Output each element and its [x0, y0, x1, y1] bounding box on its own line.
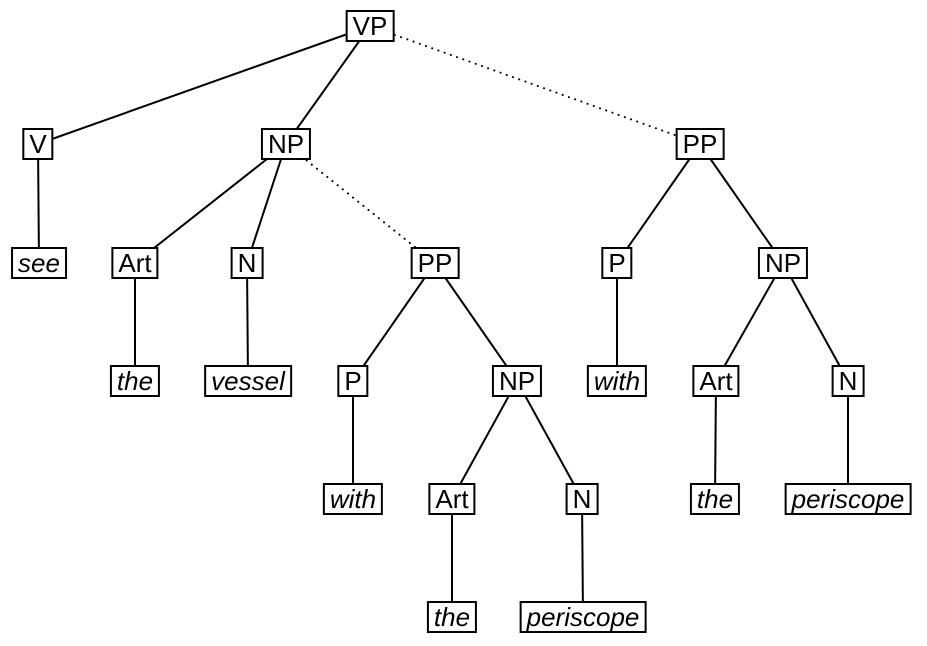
- tree-edge-np1-pp1-dotted: [285, 143, 436, 264]
- tree-edge-pp2-np3-solid: [699, 143, 784, 264]
- tree-edge-art3-the3-solid: [714, 380, 717, 500]
- tree-node-np2: NP: [491, 365, 543, 397]
- tree-node-vessel1: vessel: [204, 365, 292, 397]
- tree-node-see: see: [11, 247, 67, 279]
- tree-edge-pp1-p1-solid: [352, 262, 436, 382]
- tree-edge-np3-n3-solid: [782, 262, 849, 382]
- tree-node-periscope2: periscope: [519, 601, 647, 633]
- tree-node-n1: N: [230, 247, 264, 279]
- tree-node-art2: Art: [428, 483, 476, 515]
- tree-node-p2: P: [601, 247, 633, 279]
- tree-edge-pp1-np2-solid: [434, 262, 518, 382]
- tree-edge-v-see-solid: [37, 143, 40, 264]
- tree-node-the3: the: [689, 483, 741, 515]
- tree-node-v: V: [22, 128, 54, 160]
- tree-node-pp1: PP: [410, 247, 460, 279]
- tree-edge-vp-pp2-dotted: [369, 25, 701, 145]
- tree-edge-vp-v-solid: [37, 25, 371, 145]
- tree-edge-np3-art3-solid: [715, 262, 784, 382]
- tree-edge-np2-n2-solid: [516, 380, 583, 500]
- tree-edge-pp2-p2-solid: [616, 143, 701, 264]
- tree-node-the2: the: [426, 601, 478, 633]
- tree-node-pp2: PP: [675, 128, 725, 160]
- tree-node-n2: N: [565, 483, 599, 515]
- tree-edge-np2-art2-solid: [451, 380, 518, 500]
- tree-node-p1: P: [337, 365, 369, 397]
- tree-edge-np1-n1-solid: [246, 143, 287, 264]
- tree-node-with2: with: [586, 365, 648, 397]
- tree-edge-np1-art1-solid: [134, 143, 287, 264]
- tree-edge-vp-np1-solid: [285, 25, 371, 145]
- tree-edge-n1-vessel1-solid: [246, 262, 249, 382]
- tree-node-vp: VP: [345, 10, 395, 42]
- tree-node-art3: Art: [692, 365, 740, 397]
- tree-node-n3: N: [831, 365, 865, 397]
- tree-node-with1: with: [322, 483, 384, 515]
- tree-edge-n2-periscope2-solid: [581, 498, 584, 618]
- tree-node-np3: NP: [757, 247, 809, 279]
- tree-node-np1: NP: [260, 128, 312, 160]
- tree-node-art1: Art: [111, 247, 159, 279]
- tree-node-periscope3: periscope: [784, 483, 912, 515]
- tree-node-the1: the: [109, 365, 161, 397]
